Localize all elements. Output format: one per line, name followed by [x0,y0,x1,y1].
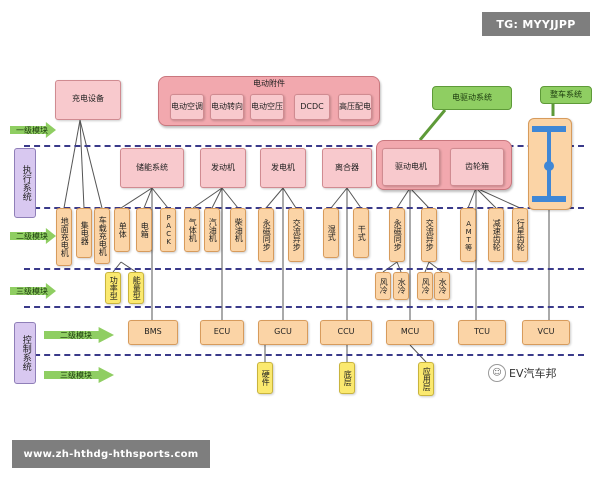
level2-module: 永磁同步 [258,208,274,262]
accessory-item: 高压配电 [338,94,372,120]
watermark-top-text: TG: MYYJJPP [496,17,576,31]
level2-module: 集电器 [76,208,92,258]
level2-module: 交流异步 [421,208,437,262]
level3-module: 风冷 [417,272,433,300]
tier-arrow-level1 [10,122,56,138]
level3-module: 功率型 [105,272,121,304]
level1-module: 驱动电机 [382,148,440,186]
controller-box: VCU [522,320,570,345]
watermark-top: TG: MYYJJPP [482,12,590,36]
electric-drive-label: 电驱动系统 [432,86,512,110]
level2-module: 干式 [353,208,369,258]
level2-module: 车载充电机 [94,208,110,264]
separator-level2 [24,207,584,209]
level2-module: 交流异步 [288,208,304,262]
ctrl-arrow-level2 [44,327,114,343]
accessory-group-title: 电动附件 [253,79,285,88]
controller-box: CCU [320,320,372,345]
level3-module: 能量型 [128,272,144,304]
control-level3-module: 应用层 [418,362,434,396]
controller-box: BMS [128,320,178,345]
controller-box: GCU [258,320,308,345]
ctrl-label-level2: 二级模块 [60,331,92,340]
charging-equipment-label: 充电设备 [72,94,104,103]
tier-label-level3: 三级模块 [16,287,48,296]
level3-module: 水冷 [393,272,409,300]
level3-module: 风冷 [375,272,391,300]
control-level3-module: 硬件 [257,362,273,394]
level2-module: 柴油机 [230,208,246,252]
brand-logo-icon: ☺ [488,364,506,382]
level2-module: 永磁同步 [389,208,405,262]
level3-module: 水冷 [434,272,450,300]
level2-module: 地面充电机 [56,208,72,266]
controller-box: TCU [458,320,506,345]
control-level3-module: 底层 [339,362,355,394]
level1-module: 储能系统 [120,148,184,188]
level2-module: 行星齿轮 [512,208,528,262]
accessory-item: DCDC [294,94,330,120]
level1-module: 发电机 [260,148,306,188]
separator-ctrl-mid [24,354,584,356]
exec-system-label: 执行系统 [14,148,36,218]
level1-module: 发动机 [200,148,246,188]
level2-module: AMT等 [460,208,476,262]
tier-label-level2: 二级模块 [16,232,48,241]
separator-level1 [24,145,584,147]
accessory-item: 电动转向 [210,94,244,120]
level2-module: 电箱 [136,208,152,252]
tier-label-level1: 一级模块 [16,126,48,135]
controller-box: MCU [386,320,434,345]
separator-level3 [24,268,584,270]
tier-arrow-level2 [10,228,56,244]
watermark-bottom-text: www.zh-hthdg-hthsports.com [23,448,199,460]
level2-module: 减速齿轮 [488,208,504,262]
vehicle-system-label: 整车系统 [540,86,592,104]
level2-module: PACK [160,208,176,252]
tier-arrow-level3 [10,283,56,299]
level2-module: 气体机 [184,208,200,252]
brand-logo-text: EV汽车邦 [509,367,557,380]
accessory-item: 电动空调 [170,94,204,120]
level1-module: 离合器 [322,148,372,188]
charging-equipment-box: 充电设备 [55,80,121,120]
controller-box: ECU [200,320,244,345]
level2-module: 汽油机 [204,208,220,252]
ctrl-label-level3: 三级模块 [60,371,92,380]
level2-module: 单体 [114,208,130,252]
level1-module: 齿轮箱 [450,148,504,186]
control-system-label: 控制系统 [14,322,36,384]
ctrl-arrow-level3 [44,367,114,383]
accessory-item: 电动空压 [250,94,284,120]
brand-logo: ☺ EV汽车邦 [488,364,556,382]
level2-module: 湿式 [323,208,339,258]
watermark-bottom: www.zh-hthdg-hthsports.com [12,440,210,468]
separator-ctrl-top [24,306,584,308]
